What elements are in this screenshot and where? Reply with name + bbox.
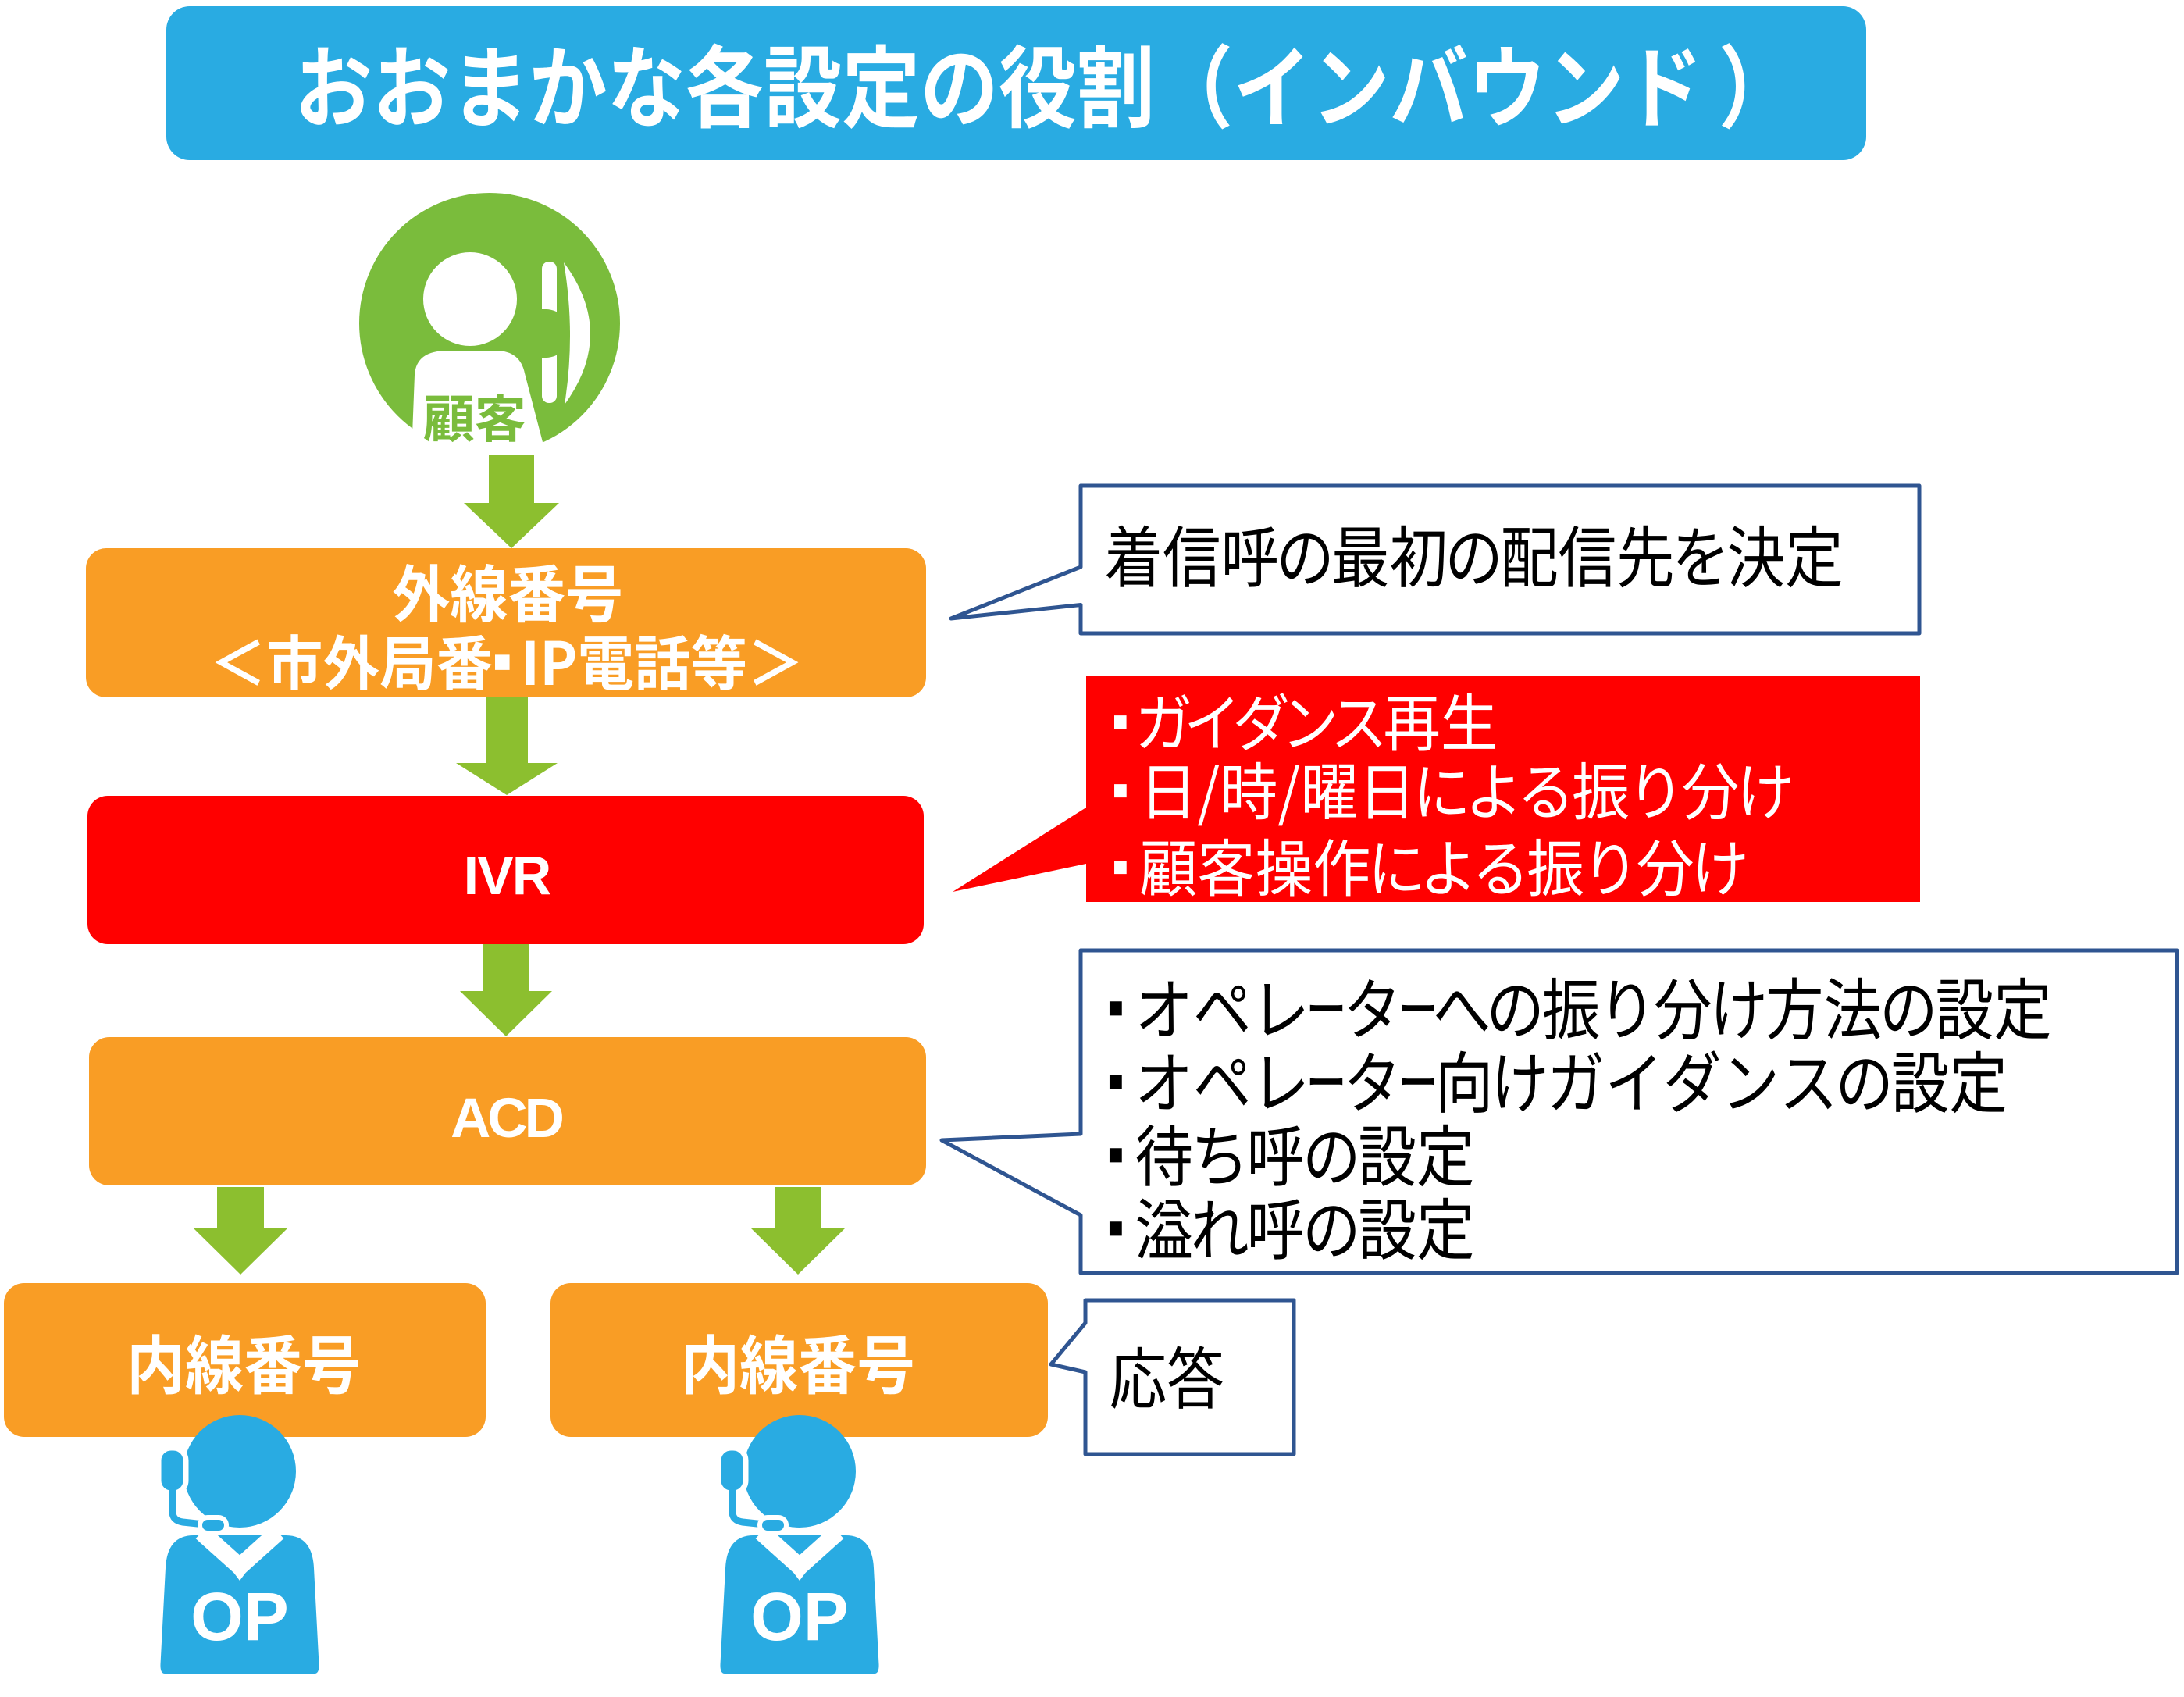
svg-text:IVR: IVR <box>464 845 551 906</box>
svg-text:OP: OP <box>191 1579 289 1655</box>
svg-text:OP: OP <box>750 1579 849 1655</box>
svg-text:ACD: ACD <box>451 1088 563 1150</box>
